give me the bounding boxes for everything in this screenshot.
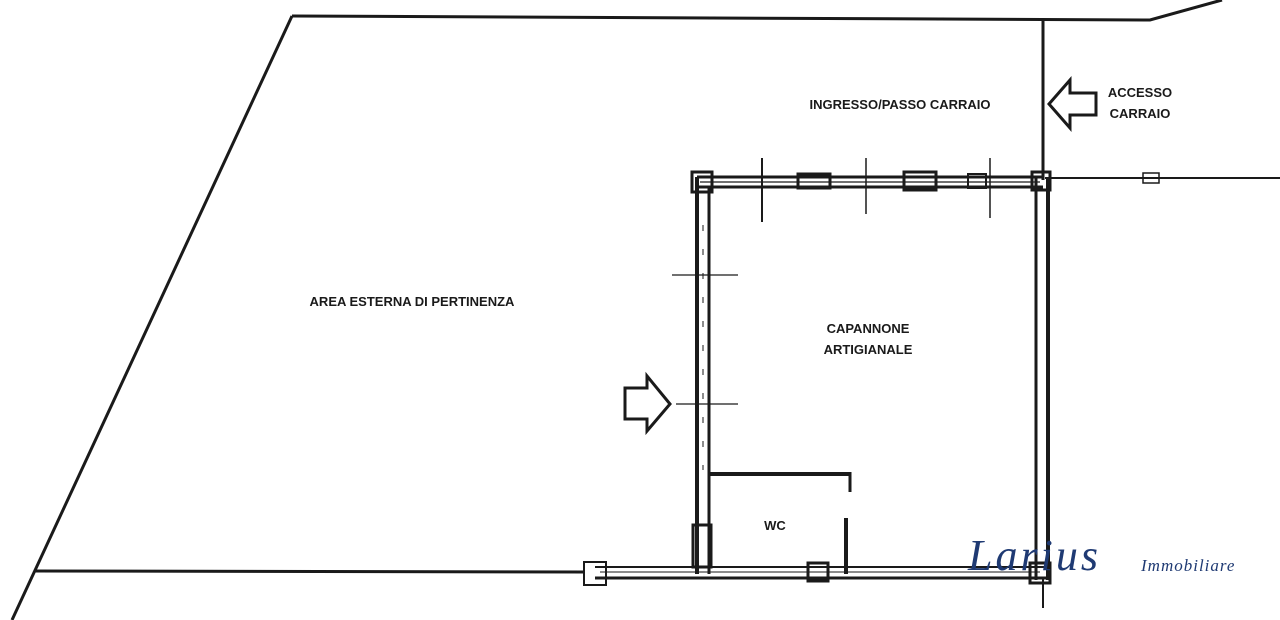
- logo-sub: Immobiliare: [1140, 556, 1235, 575]
- building-walls: [583, 170, 1052, 586]
- arrow-left-icon: [1047, 76, 1098, 132]
- property-boundary: [10, 0, 1280, 620]
- window-ticks: [672, 158, 1044, 608]
- label-ingresso: INGRESSO/PASSO CARRAIO: [809, 97, 990, 112]
- logo-name: Larius: [967, 531, 1101, 580]
- label-capannone-2: ARTIGIANALE: [824, 342, 913, 357]
- label-capannone-1: CAPANNONE: [827, 321, 910, 336]
- arrow-right-icon: [623, 371, 672, 436]
- label-accesso-2: CARRAIO: [1110, 106, 1171, 121]
- label-wc: WC: [764, 518, 786, 533]
- label-accesso-1: ACCESSO: [1108, 85, 1172, 100]
- label-area-esterna: AREA ESTERNA DI PERTINENZA: [310, 294, 515, 309]
